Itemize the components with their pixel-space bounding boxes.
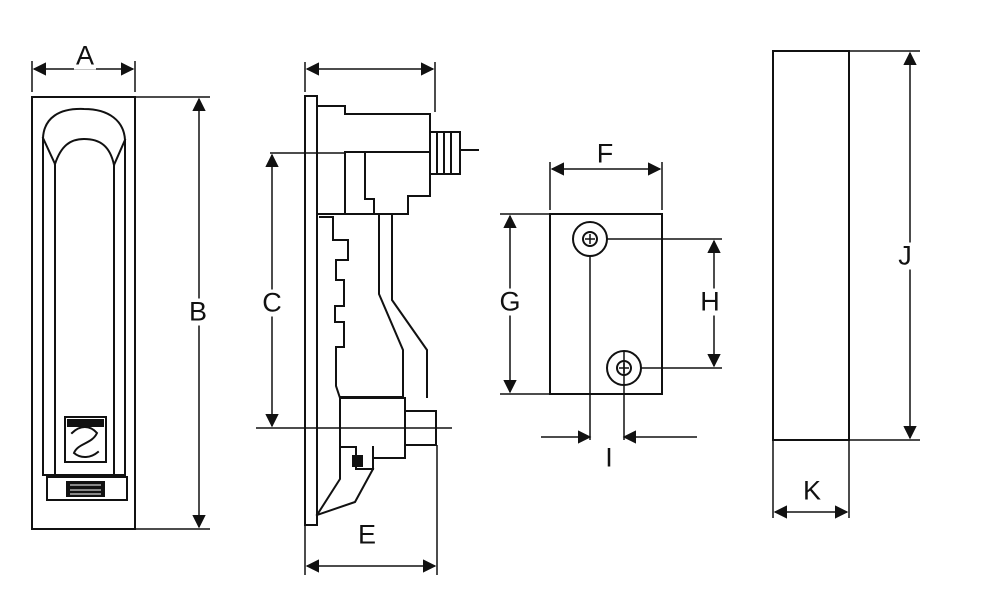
dimension-h bbox=[607, 238, 722, 369]
dimension-a bbox=[31, 61, 136, 92]
dimension-j bbox=[849, 50, 920, 441]
profile-view bbox=[772, 50, 850, 518]
side-view-mechanism bbox=[304, 95, 479, 526]
dimension-g bbox=[500, 213, 550, 395]
dimension-f bbox=[549, 162, 663, 210]
dimension-c bbox=[256, 152, 452, 429]
dimension-top-mechanism bbox=[304, 62, 436, 112]
mounting-plate-view bbox=[549, 213, 663, 440]
dimension-e bbox=[304, 445, 438, 575]
dimension-b bbox=[135, 96, 210, 530]
front-view-handle bbox=[31, 96, 136, 530]
